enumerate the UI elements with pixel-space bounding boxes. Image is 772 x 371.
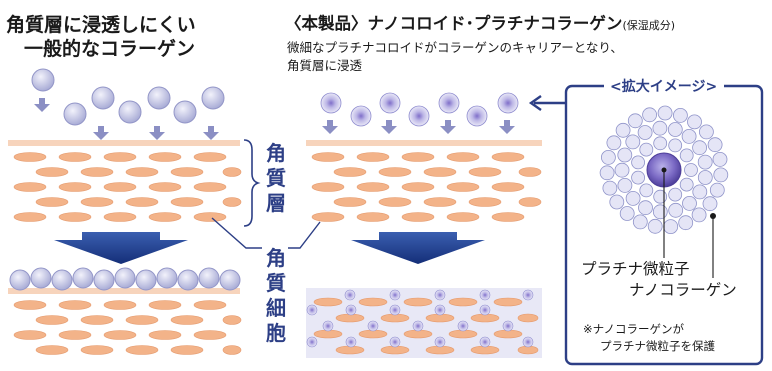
nanocollagen-bead <box>642 107 657 123</box>
nanocollagen-bead <box>615 122 631 138</box>
nanocollagen-bead <box>673 108 688 123</box>
nanocollagen-bead <box>606 135 622 151</box>
right-title: 〈本製品〉ナノコロイド･プラチナコラーゲン(保湿成分) <box>285 13 675 36</box>
zoom-title: <拡大イメージ> <box>610 79 718 95</box>
zoom-platinum-leader-dot <box>661 167 667 173</box>
nanocollagen-bead <box>667 122 683 137</box>
zoom-note-line2: プラチナ微粒子を保護 <box>600 339 715 353</box>
nanocollagen-bead <box>657 105 673 121</box>
nanocollagen-bead <box>682 195 697 211</box>
zoom-leaders <box>663 170 714 278</box>
nanocollagen-bead <box>712 151 728 167</box>
left-title-line1: 角質層に浸透しにくい <box>6 14 196 36</box>
nanocollagen-bead <box>707 137 723 153</box>
right-title-main: 〈本製品〉ナノコロイド･プラチナコラーゲン <box>285 14 623 33</box>
nanocollagen-bead <box>631 155 645 170</box>
nanocollagen-bead <box>697 170 713 185</box>
nanocollagen-bead <box>684 163 698 177</box>
left-collagen-balls <box>31 68 225 126</box>
nanocollagen-bead <box>678 215 694 231</box>
left-upper-skin <box>8 140 242 222</box>
zoom-title-backdrop <box>604 76 724 96</box>
zoom-pointer-arrow <box>528 95 566 111</box>
nanocollagen-bead <box>617 147 633 163</box>
zoom-label-nanocollagen: ナノコラーゲン <box>629 281 737 299</box>
nanocollagen-bead <box>713 167 729 183</box>
nanocollagen-bead <box>668 138 683 153</box>
nanocollagen-bead <box>617 177 633 193</box>
nanocollagen-bead <box>638 200 653 216</box>
nanocollagen-bead <box>668 202 684 218</box>
nanocollagen-bead <box>614 162 630 178</box>
nanocollagen-bead <box>663 219 679 235</box>
nanocollagen-bead <box>679 148 694 163</box>
zoom-note-line1: ※ナノコラーゲンが <box>583 322 685 336</box>
nanocollagen-bead <box>602 180 618 196</box>
right-big-down-arrow <box>351 232 485 264</box>
left-title-line2: 一般的なコラーゲン <box>24 38 196 60</box>
nanocollagen-bead <box>601 149 616 165</box>
left-lower-skin <box>8 267 242 355</box>
nanocollagen-bead <box>679 177 694 192</box>
nanocollagen-bead <box>681 128 697 144</box>
nanocollagen-bead <box>625 134 641 150</box>
nanocollagen-bead <box>632 214 648 230</box>
nanocollagen-bead <box>687 114 702 130</box>
nanocollagen-bead <box>709 182 725 198</box>
nanocollagen-bead <box>653 189 668 204</box>
stratum-corneum-bracket <box>243 139 261 227</box>
nanocollagen-bead <box>637 125 653 140</box>
zoom-nanocollagen-cluster <box>599 105 729 235</box>
zoom-label-platinum: プラチナ微粒子 <box>581 260 690 278</box>
nanocollagen-bead <box>639 183 654 198</box>
right-desc-line1: 微細なプラチナコロイドがコラーゲンのキャリアーとなり、 <box>287 40 623 55</box>
nanocollagen-bead <box>631 170 645 185</box>
nanocollagen-bead <box>627 113 643 129</box>
right-desc-line2: 角質層に浸透 <box>287 58 363 73</box>
left-big-down-arrow <box>54 232 188 264</box>
corneocyte-leaders <box>211 217 321 249</box>
nanocollagen-bead <box>691 207 707 223</box>
nanocollagen-bead <box>697 154 713 170</box>
label-corneocyte: 角質細胞 <box>266 246 286 345</box>
nanocollagen-bead <box>609 194 625 210</box>
nanocollagen-bead <box>699 124 714 140</box>
nanocollagen-bead <box>668 187 683 202</box>
right-nano-particles <box>320 92 519 127</box>
right-upper-skin <box>306 140 542 222</box>
nanocollagen-bead <box>639 142 654 157</box>
nanocollagen-bead <box>652 204 668 220</box>
nanocollagen-bead <box>702 196 718 212</box>
label-stratum-corneum: 角質層 <box>266 141 286 215</box>
right-lower-skin-penetrated <box>306 288 542 358</box>
nanocollagen-bead <box>692 140 707 156</box>
nanocollagen-bead <box>625 190 641 206</box>
nanocollagen-bead <box>647 218 663 234</box>
right-small-arrows <box>322 120 515 134</box>
right-title-note: (保湿成分) <box>622 19 676 32</box>
nanocollagen-bead <box>619 206 635 221</box>
nanocollagen-bead <box>652 120 668 136</box>
left-small-arrows <box>34 98 219 140</box>
zoom-collagen-leader-dot <box>710 213 716 219</box>
nanocollagen-bead <box>599 165 615 181</box>
nanocollagen-bead <box>653 136 668 151</box>
nanocollagen-bead <box>692 184 708 200</box>
